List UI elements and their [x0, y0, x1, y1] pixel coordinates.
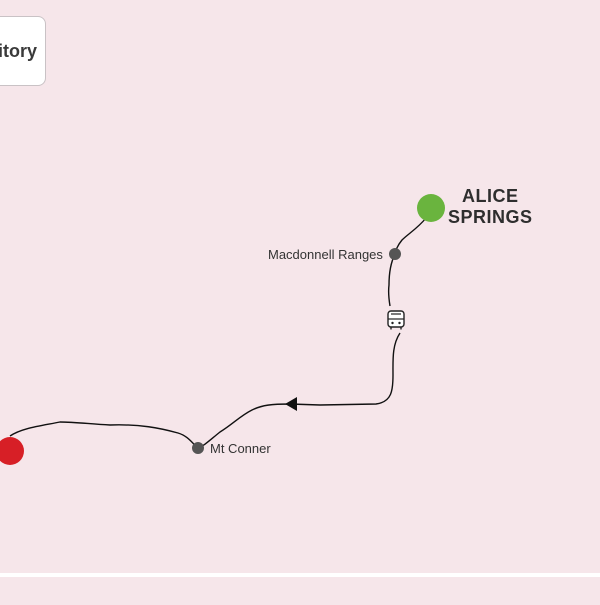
start-city-label: ALICE SPRINGS [448, 186, 533, 228]
bus-icon[interactable] [387, 310, 405, 330]
start-city-label-line2: SPRINGS [448, 207, 533, 227]
route-line-segment-2 [9, 332, 401, 449]
start-city-marker[interactable] [417, 194, 445, 222]
region-label-chip[interactable]: itory [0, 16, 46, 86]
region-label-text: itory [0, 40, 37, 61]
stop-label-mt-conner: Mt Conner [210, 441, 271, 456]
direction-arrow-icon [285, 397, 297, 411]
start-city-label-line1: ALICE [462, 186, 519, 206]
stop-marker-macdonnell-ranges[interactable] [389, 248, 401, 260]
route-line-segment-1 [387, 217, 427, 307]
bottom-bar [0, 573, 600, 604]
end-city-marker[interactable] [0, 437, 24, 465]
stop-marker-mt-conner[interactable] [192, 442, 204, 454]
stop-label-macdonnell-ranges: Macdonnell Ranges [268, 247, 383, 262]
